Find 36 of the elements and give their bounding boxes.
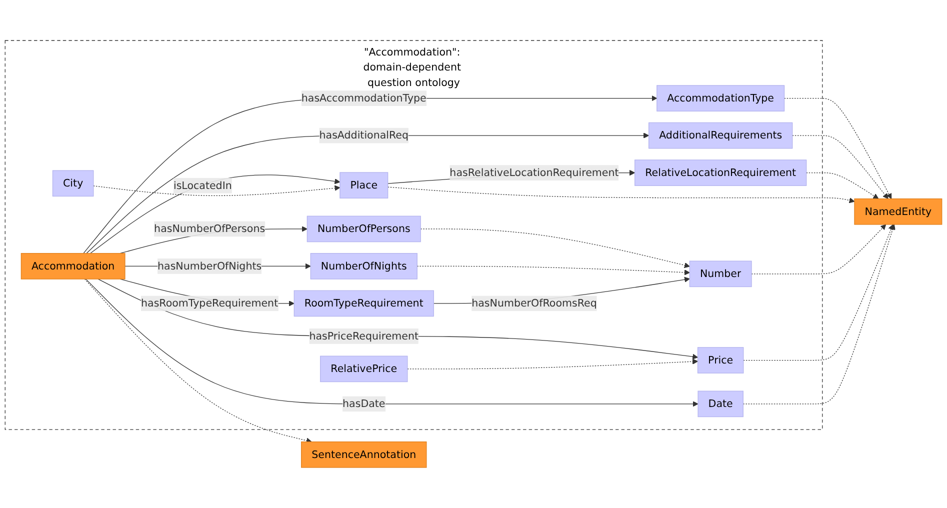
- node-box: NamedEntity: [854, 198, 942, 225]
- node-box: AccommodationType: [656, 85, 785, 112]
- node-box: NumberOfPersons: [306, 216, 421, 242]
- node-box: Accommodation: [20, 253, 126, 280]
- edge-label: hasPriceRequirement: [309, 330, 419, 342]
- node-box: Number: [689, 260, 752, 288]
- arrow: [420, 228, 690, 268]
- arrow: [388, 186, 855, 204]
- node-box: AdditionalRequirements: [648, 122, 793, 149]
- arrow: [751, 224, 886, 274]
- arrow: [784, 98, 892, 200]
- node-box: SentenceAnnotation: [301, 442, 427, 468]
- arrow: [93, 185, 340, 196]
- edge-label: hasDate: [342, 398, 386, 410]
- edge-label: hasRoomTypeRequirement: [141, 297, 278, 310]
- node-box: RoomTypeRequirement: [294, 290, 434, 317]
- node-box: RelativeLocationRequirement: [634, 160, 807, 186]
- arrow: [407, 358, 698, 370]
- arrow: [743, 224, 894, 361]
- edge-label: hasAdditionalReq: [319, 129, 409, 142]
- edge-label: hasNumberOfRoomsReq: [472, 297, 597, 310]
- edge-label: hasRelativeLocationRequirement: [450, 166, 619, 179]
- arrow: [742, 224, 896, 404]
- node-box: Place: [340, 172, 388, 198]
- node-box: RelativePrice: [320, 356, 408, 382]
- edge-label: hasAccommodationType: [301, 92, 426, 104]
- node-box: NumberOfNights: [310, 253, 418, 280]
- arrow: [416, 266, 690, 276]
- arrow: [806, 172, 879, 200]
- node-box: Date: [698, 390, 744, 418]
- edge-label: hasNumberOfNights: [158, 260, 262, 272]
- node-box: City: [52, 170, 94, 197]
- arrow: [792, 135, 888, 200]
- edge-label: isLocatedIn: [173, 179, 232, 192]
- edge-label: hasNumberOfPersons: [154, 222, 266, 235]
- node-box: Price: [697, 347, 744, 374]
